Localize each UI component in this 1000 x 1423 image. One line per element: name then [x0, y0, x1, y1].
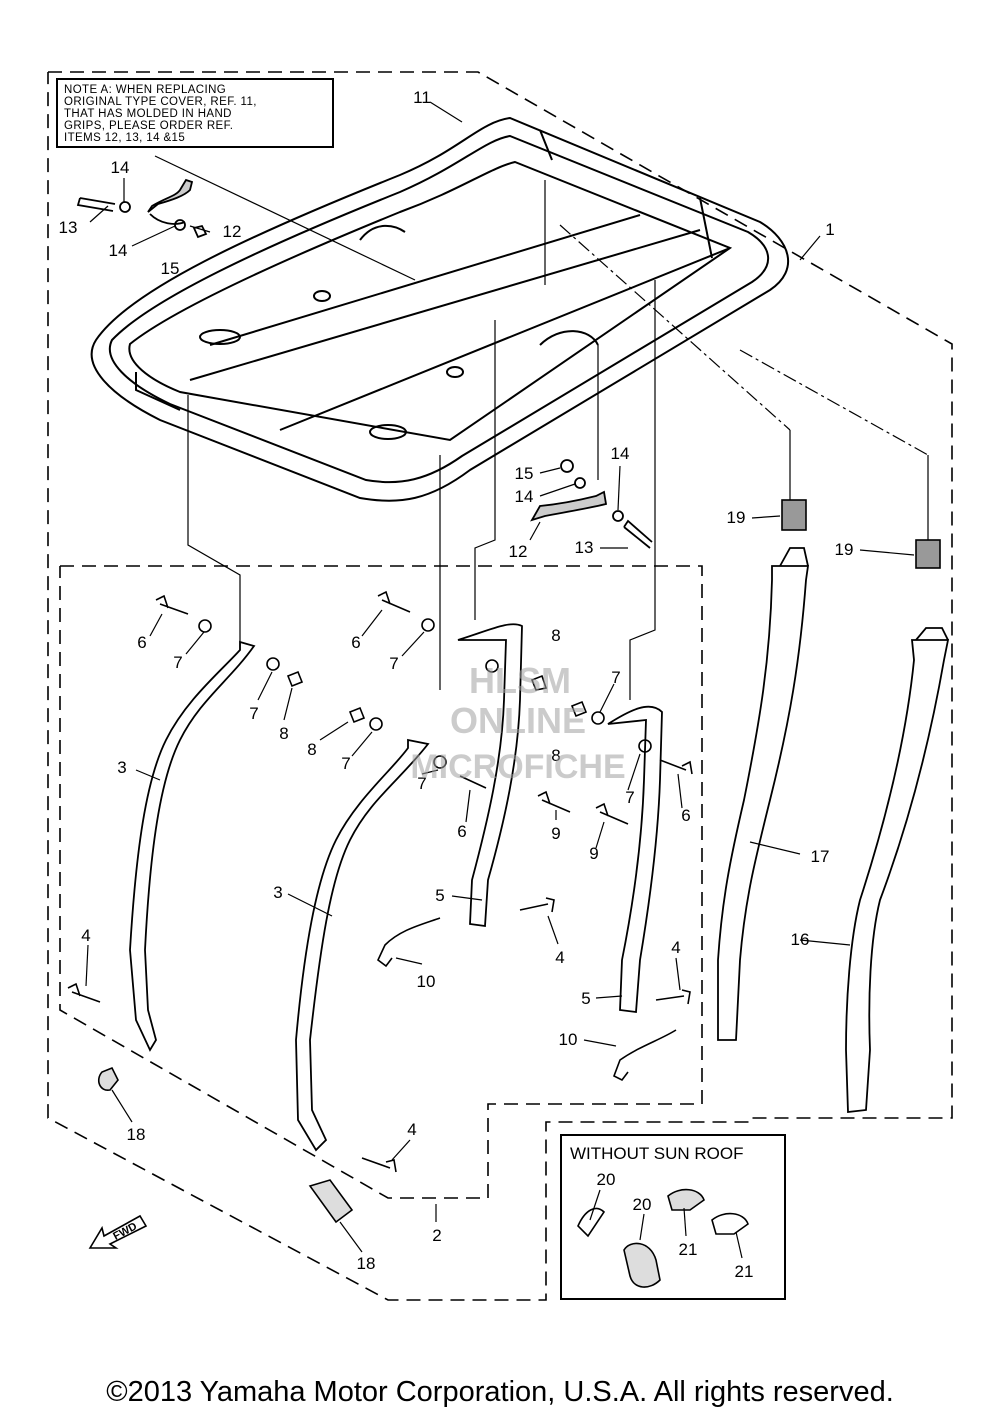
callout-21: 21 — [734, 1262, 754, 1281]
callout-4: 4 — [407, 1120, 417, 1139]
fwd-label: FWD — [111, 1220, 139, 1242]
fwd-arrow-icon: FWD — [88, 1214, 148, 1249]
pillar-17 — [717, 547, 810, 1041]
callout-12: 12 — [508, 542, 528, 561]
callout-4: 4 — [81, 926, 91, 945]
callout-7: 7 — [341, 754, 351, 773]
callout-7: 7 — [611, 668, 621, 687]
callout-14: 14 — [110, 158, 130, 177]
fasteners — [67, 590, 693, 1173]
callout-leaders — [85, 101, 915, 1259]
grip-bracket-lower — [530, 459, 653, 549]
callout-14: 14 — [108, 241, 128, 260]
callout-10: 10 — [416, 972, 436, 991]
sun-roof-title: WITHOUT SUN ROOF — [570, 1144, 744, 1163]
callout-19: 19 — [726, 508, 746, 527]
assembly-1-boundary — [47, 71, 953, 1301]
cover-leaders — [154, 155, 929, 700]
pillar-16 — [845, 627, 950, 1114]
note-line: ITEMS 12, 13, 14 &15 — [64, 132, 186, 144]
callout-12: 12 — [222, 222, 242, 241]
callout-7: 7 — [173, 653, 183, 672]
callout-7: 7 — [249, 704, 259, 723]
callout-14: 14 — [610, 444, 630, 463]
callout-8: 8 — [551, 746, 561, 765]
callout-10: 10 — [558, 1030, 578, 1049]
grip-bracket-upper — [76, 178, 208, 239]
callout-15: 15 — [514, 464, 534, 483]
note-line: NOTE A: WHEN REPLACING — [64, 84, 227, 96]
watermark-line3: MICROFICHE — [410, 748, 626, 786]
note-line: GRIPS, PLEASE ORDER REF. — [64, 120, 234, 132]
callout-4: 4 — [555, 948, 565, 967]
callout-11: 11 — [413, 88, 431, 107]
note-line: ORIGINAL TYPE COVER, REF. 11, — [64, 96, 257, 108]
callout-8: 8 — [279, 724, 289, 743]
callout-6: 6 — [351, 633, 361, 652]
callout-5: 5 — [581, 989, 591, 1008]
callout-6: 6 — [681, 806, 691, 825]
wire-harnesses — [377, 917, 677, 1082]
assembly-2-boundary — [59, 565, 703, 1199]
callout-14: 14 — [514, 487, 534, 506]
callout-1: 1 — [825, 220, 835, 239]
callout-13: 13 — [58, 218, 78, 237]
callout-6: 6 — [457, 822, 467, 841]
frame-3-left — [129, 640, 256, 1052]
sun-roof-parts — [577, 1188, 749, 1288]
watermark-line2: ONLINE — [449, 700, 587, 741]
roof-cover — [90, 116, 789, 502]
callout-7: 7 — [625, 788, 635, 807]
callout-4: 4 — [671, 938, 681, 957]
callout-8: 8 — [307, 740, 317, 759]
callout-7: 7 — [417, 774, 427, 793]
rubber-blocks — [781, 499, 941, 569]
note-box: NOTE A: WHEN REPLACING ORIGINAL TYPE COV… — [56, 78, 334, 148]
callout-6: 6 — [137, 633, 147, 652]
callout-19: 19 — [834, 540, 854, 559]
frame-5-right — [607, 705, 663, 1014]
watermark-line1: HLSM — [469, 660, 571, 701]
without-sun-roof-box: WITHOUT SUN ROOF — [560, 1134, 786, 1300]
copyright-notice: ©2013 Yamaha Motor Corporation, U.S.A. A… — [106, 1376, 894, 1408]
callout-13: 13 — [574, 538, 594, 557]
callout-18: 18 — [356, 1254, 376, 1273]
callout-3: 3 — [273, 883, 283, 902]
callout-5: 5 — [435, 886, 445, 905]
callout-16: 16 — [790, 930, 810, 949]
callout-20: 20 — [632, 1195, 652, 1214]
callout-9: 9 — [551, 824, 561, 843]
frame-5-left — [457, 623, 523, 928]
callout-15: 15 — [160, 259, 180, 278]
callout-20: 20 — [596, 1170, 616, 1189]
callout-9: 9 — [589, 844, 599, 863]
callout-2: 2 — [432, 1226, 442, 1245]
callout-18: 18 — [126, 1125, 146, 1144]
clips — [98, 1066, 354, 1224]
note-line: THAT HAS MOLDED IN HAND — [64, 108, 232, 120]
callout-17: 17 — [810, 847, 830, 866]
callout-21: 21 — [678, 1240, 698, 1259]
callout-3: 3 — [117, 758, 127, 777]
callout-8: 8 — [551, 626, 561, 645]
callout-7: 7 — [389, 654, 399, 673]
frame-3-right — [295, 738, 430, 1152]
